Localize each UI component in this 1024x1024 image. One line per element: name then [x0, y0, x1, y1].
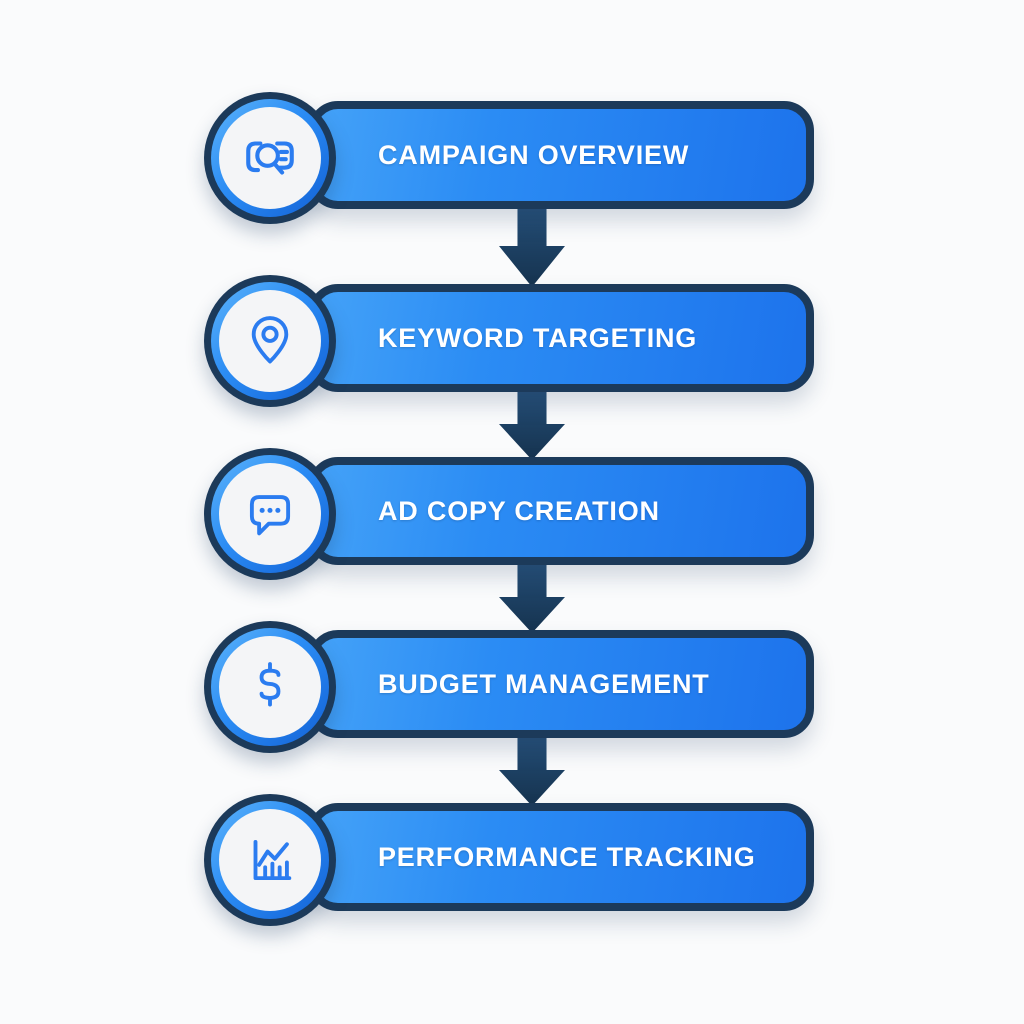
- down-arrow-icon: [499, 205, 565, 287]
- step-badge: [204, 448, 336, 580]
- down-arrow-icon: [499, 388, 565, 460]
- step-label: KEYWORD TARGETING: [378, 322, 698, 353]
- step-label: PERFORMANCE TRACKING: [378, 841, 756, 872]
- step-badge: [204, 621, 336, 753]
- badge-ring: [211, 628, 329, 746]
- step-bar-campaign-overview: CAMPAIGN OVERVIEW: [308, 101, 814, 209]
- bar-chart-trend-icon: [219, 809, 321, 911]
- step-bar-keyword-targeting: KEYWORD TARGETING: [308, 284, 814, 392]
- search-overview-icon: [219, 107, 321, 209]
- badge-ring: [211, 455, 329, 573]
- down-arrow-icon: [499, 734, 565, 806]
- badge-ring: [211, 801, 329, 919]
- step-badge: [204, 794, 336, 926]
- step-bar-budget-management: BUDGET MANAGEMENT: [308, 630, 814, 738]
- badge-ring: [211, 282, 329, 400]
- step-badge: [204, 275, 336, 407]
- badge-ring: [211, 99, 329, 217]
- step-label: AD COPY CREATION: [378, 495, 660, 526]
- step-bar-performance-tracking: PERFORMANCE TRACKING: [308, 803, 814, 911]
- dollar-icon: [219, 636, 321, 738]
- step-label: CAMPAIGN OVERVIEW: [378, 139, 690, 170]
- location-pin-icon: [219, 290, 321, 392]
- chat-bubble-icon: [219, 463, 321, 565]
- down-arrow-icon: [499, 561, 565, 633]
- step-bar-ad-copy-creation: AD COPY CREATION: [308, 457, 814, 565]
- step-label: BUDGET MANAGEMENT: [378, 668, 710, 699]
- step-badge: [204, 92, 336, 224]
